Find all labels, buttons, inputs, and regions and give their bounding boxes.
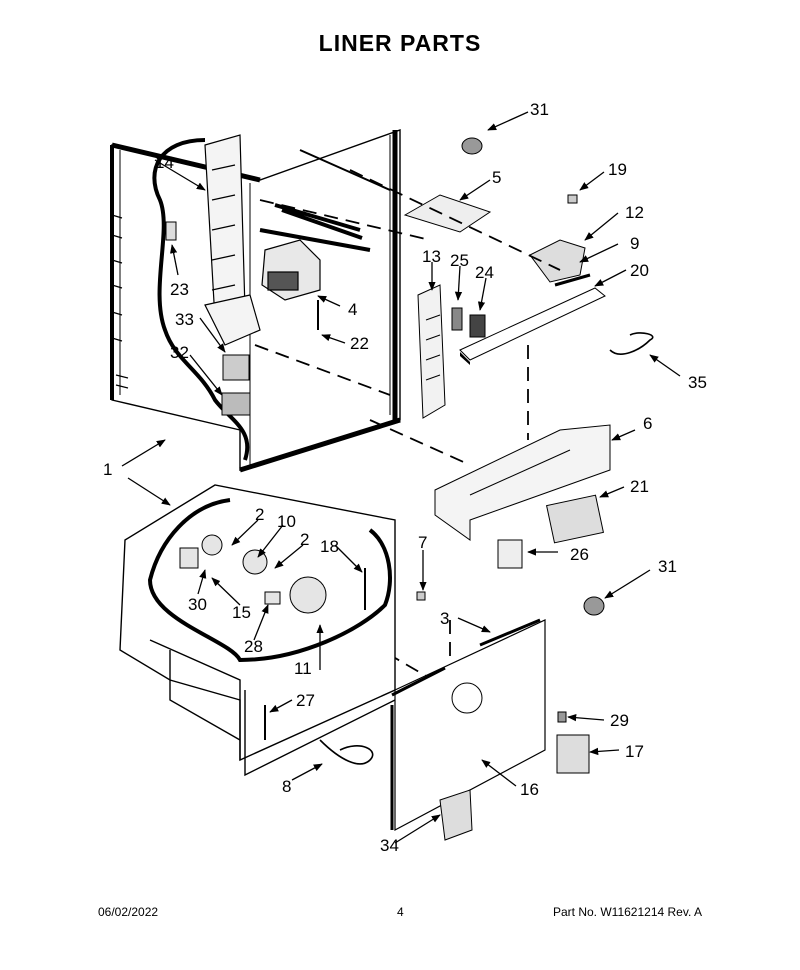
callout-32: 32	[170, 343, 189, 362]
liner-hinge-marks	[111, 214, 129, 389]
part-24-cover	[469, 314, 486, 338]
callout-26: 26	[570, 545, 589, 564]
callout-10: 10	[277, 512, 296, 531]
callout-25: 25	[450, 251, 469, 270]
footer-date: 06/02/2022	[98, 905, 159, 919]
callout-5: 5	[492, 168, 501, 187]
callout-31-bottom: 31	[658, 557, 677, 576]
fan-assembly	[179, 534, 327, 614]
callout-29: 29	[610, 711, 629, 730]
part-8-harness	[319, 739, 374, 765]
callout-28: 28	[244, 637, 263, 656]
part-3-gasket	[390, 618, 546, 831]
callout-31-top: 31	[530, 100, 549, 119]
callout-14: 14	[155, 153, 174, 172]
callout-18: 18	[320, 537, 339, 556]
callout-33: 33	[175, 310, 194, 329]
callout-22: 22	[350, 334, 369, 353]
callout-19: 19	[608, 160, 627, 179]
callout-1: 1	[103, 460, 112, 479]
part-25-filter	[451, 307, 463, 331]
part-14-duct	[204, 134, 261, 346]
callout-21: 21	[630, 477, 649, 496]
part-5-bracket	[403, 194, 492, 233]
callout-12: 12	[625, 203, 644, 222]
callout-2-left: 2	[255, 505, 264, 524]
part-12-housing	[529, 239, 586, 283]
callout-17: 17	[625, 742, 644, 761]
part-19-clip	[567, 194, 578, 204]
footer-part-number: Part No. W11621214 Rev. A	[553, 905, 702, 919]
callout-30: 30	[188, 595, 207, 614]
part-23-clip	[165, 221, 177, 241]
part-34-duct	[439, 789, 473, 841]
part-16-port	[451, 682, 483, 714]
callout-3: 3	[440, 609, 449, 628]
callout-16: 16	[520, 780, 539, 799]
callout-27: 27	[296, 691, 315, 710]
page-title: LINER PARTS	[318, 30, 482, 56]
callout-15: 15	[232, 603, 251, 622]
part-6-drawer	[434, 424, 611, 541]
callout-6: 6	[643, 414, 652, 433]
leader-lines	[121, 111, 681, 844]
callout-4: 4	[348, 300, 357, 319]
callout-13: 13	[422, 247, 441, 266]
callout-11: 11	[294, 659, 312, 678]
part-26-cover	[497, 539, 523, 569]
part-21-control	[546, 494, 604, 544]
callout-23: 23	[170, 280, 189, 299]
callout-20: 20	[630, 261, 649, 280]
part-29-screw	[557, 711, 567, 723]
freezer-gasket	[147, 498, 392, 663]
part-17-cover	[556, 734, 590, 774]
callout-24: 24	[475, 263, 494, 282]
part-33-bracket	[222, 354, 250, 381]
callout-labels: 14 31 5 19 12 9 20 13 25 24 23 4 22 33 3…	[103, 100, 707, 855]
callout-34: 34	[380, 836, 399, 855]
callout-35: 35	[688, 373, 707, 392]
part-9-seal	[554, 273, 591, 287]
part-35-harness	[609, 332, 654, 355]
callout-9: 9	[630, 234, 639, 253]
part-32-damper	[221, 392, 251, 416]
callout-7: 7	[418, 533, 427, 552]
part-20-plate	[459, 287, 606, 361]
callout-2-right: 2	[300, 530, 309, 549]
part-31-top	[461, 137, 483, 155]
part-13-panel	[417, 284, 446, 419]
part-7-clip	[416, 591, 426, 601]
callout-8: 8	[282, 777, 291, 796]
part-31-bottom	[583, 596, 605, 616]
footer-page-number: 4	[397, 905, 404, 919]
part-4-module	[261, 239, 321, 301]
